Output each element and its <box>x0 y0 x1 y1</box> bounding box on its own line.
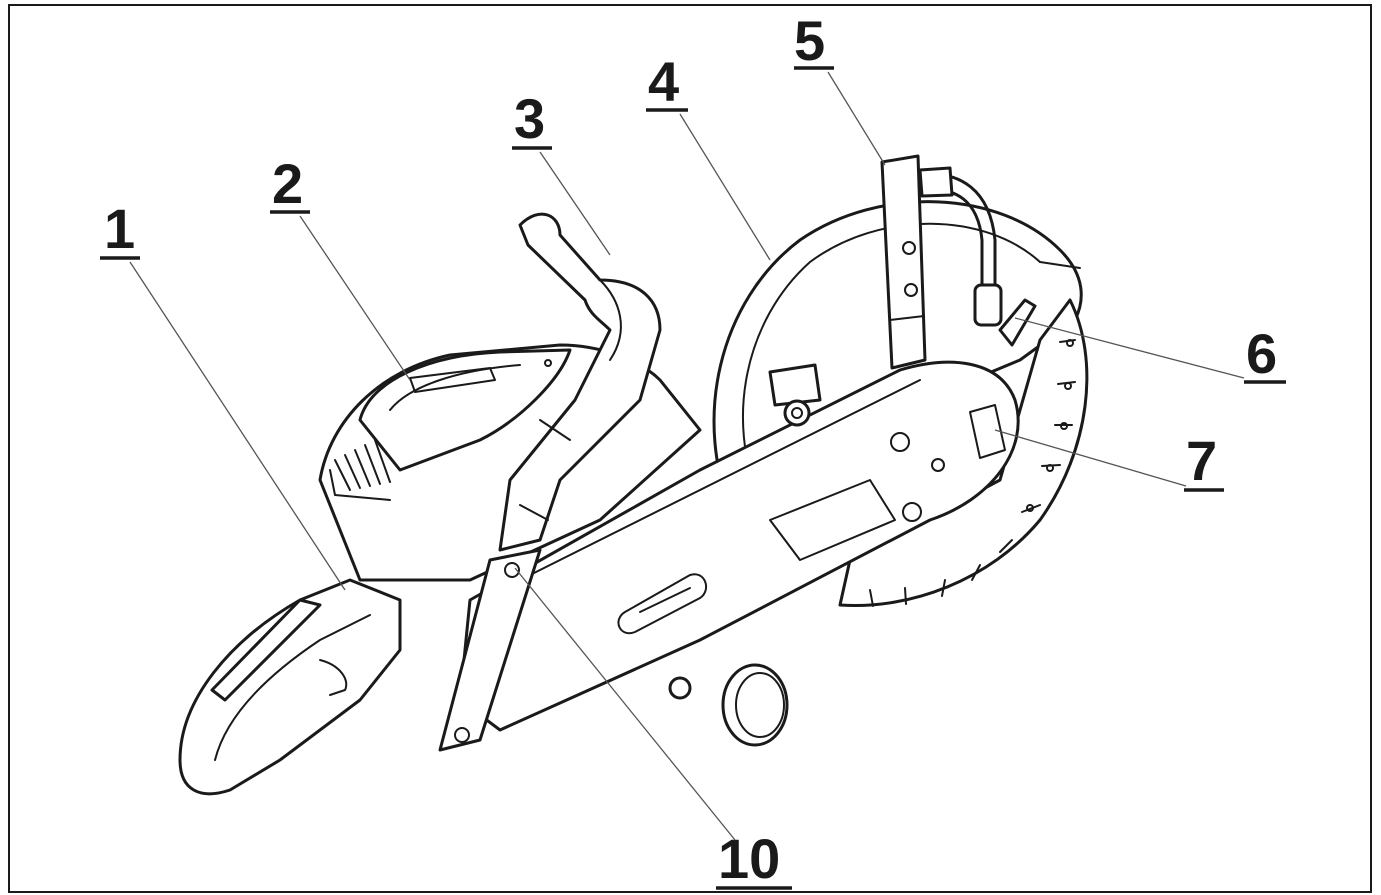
callout-label: 4 <box>648 50 679 113</box>
callout-label: 6 <box>1246 322 1277 385</box>
callout-2: 2 <box>270 152 411 381</box>
diamond-blade <box>838 298 1089 608</box>
callout-1: 1 <box>100 197 346 591</box>
tension-knob <box>668 663 789 747</box>
belt-arm <box>458 360 1020 732</box>
guard-bracket <box>880 154 927 370</box>
callout-label: 2 <box>272 152 303 215</box>
callout-label: 3 <box>514 87 545 150</box>
water-nozzle <box>998 298 1037 347</box>
callout-label: 5 <box>794 9 825 72</box>
callout-label: 7 <box>1186 429 1217 492</box>
callout-7: 7 <box>994 429 1224 492</box>
callout-6: 6 <box>1014 317 1286 385</box>
callout-3: 3 <box>512 87 611 256</box>
spindle <box>768 363 822 427</box>
callout-10: 10 <box>514 567 792 890</box>
callout-label: 1 <box>104 197 135 260</box>
air-filter-cover <box>329 348 572 501</box>
callout-label: 10 <box>718 827 780 890</box>
callout-5: 5 <box>794 9 886 166</box>
front-handle <box>498 212 662 552</box>
rear-handle <box>178 578 402 796</box>
callout-4: 4 <box>646 50 771 261</box>
support-brace <box>438 548 542 752</box>
water-hose <box>918 166 1003 327</box>
